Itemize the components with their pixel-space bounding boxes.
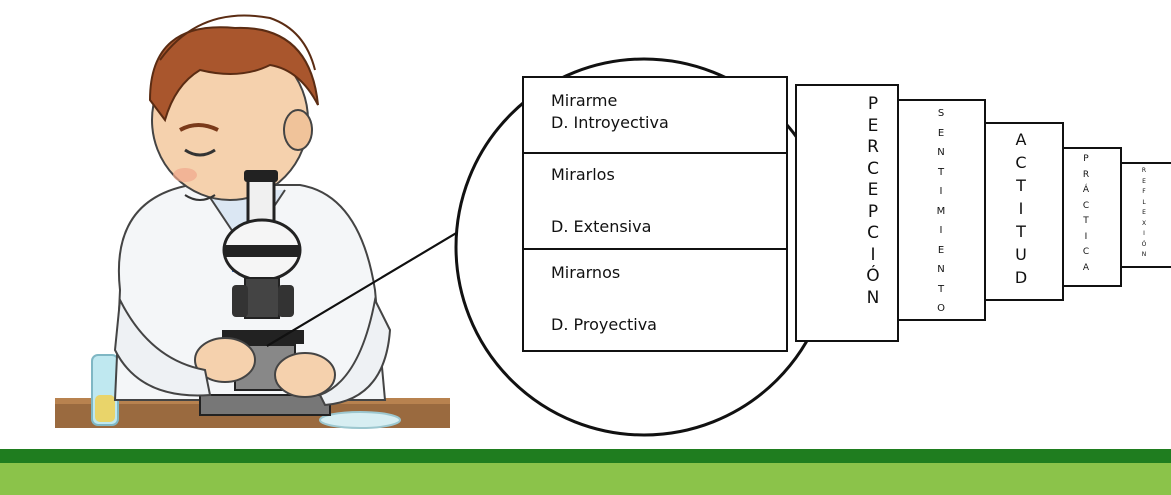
word-percepcion-letter: Ó xyxy=(866,266,880,286)
word-sentimiento-letter: O xyxy=(937,303,945,314)
word-actitud-letter: T xyxy=(1016,176,1026,195)
word-reflexion-letter: L xyxy=(1142,198,1146,206)
lens-row-2-title: Mirarlos xyxy=(551,165,615,184)
lens-row-2-subtitle: D. Extensiva xyxy=(551,217,652,236)
word-percepcion-letter: E xyxy=(867,115,879,136)
word-actitud-letter: I xyxy=(1018,199,1024,218)
lens-row-3-title: Mirarnos xyxy=(551,263,621,282)
word-sentimiento-letter: E xyxy=(937,127,945,139)
lens-row-2: Mirarlos D. Extensiva xyxy=(524,154,786,250)
lens-row-3: Mirarnos D. Proyectiva xyxy=(524,250,786,350)
column-box-practica xyxy=(1062,147,1122,287)
word-sentimiento-letter: N xyxy=(937,264,945,275)
word-percepcion-letter: E xyxy=(867,180,879,200)
lens-row-1-subtitle: D. Introyectiva xyxy=(551,113,669,132)
word-percepcion-letter: N xyxy=(866,287,880,308)
word-actitud-letter: C xyxy=(1015,153,1027,172)
footer-bar-dark xyxy=(0,449,1171,463)
word-percepcion-letter: R xyxy=(867,137,879,157)
word-practica-letter: C xyxy=(1082,200,1090,211)
word-percepcion-letter: C xyxy=(867,158,879,179)
word-sentimiento-letter: N xyxy=(937,147,945,158)
word-reflexion-letter: E xyxy=(1142,209,1146,216)
word-sentimiento-letter: E xyxy=(937,244,945,256)
word-percepcion-letter: I xyxy=(870,244,876,265)
word-practica-letter: R xyxy=(1082,169,1090,180)
word-practica-letter: I xyxy=(1084,231,1088,242)
word-reflexion-letter: R xyxy=(1141,167,1147,174)
word-actitud-letter: U xyxy=(1015,245,1027,264)
word-practica-letter: P xyxy=(1083,154,1089,164)
footer-bar-light xyxy=(0,463,1171,495)
lens-table: Mirarme D. Introyectiva Mirarlos D. Exte… xyxy=(522,76,788,352)
word-actitud-letter: A xyxy=(1015,130,1027,149)
connector-line-lower xyxy=(266,231,459,347)
column-box-actitud xyxy=(984,122,1064,301)
word-practica-letter: Á xyxy=(1082,185,1090,195)
word-sentimiento-letter: S xyxy=(937,108,945,119)
word-practica-letter: T xyxy=(1083,216,1089,226)
word-percepcion-letter: P xyxy=(867,94,879,114)
word-reflexion-letter: E xyxy=(1142,177,1146,185)
lens-row-3-subtitle: D. Proyectiva xyxy=(551,315,657,334)
word-sentimiento-letter: M xyxy=(936,205,946,217)
word-reflexion-letter: X xyxy=(1141,219,1147,227)
lens-row-1: Mirarme D. Introyectiva xyxy=(524,78,786,154)
word-actitud-letter: D xyxy=(1014,268,1028,287)
word-reflexion-letter: F xyxy=(1142,188,1146,195)
word-reflexion-letter: N xyxy=(1141,251,1147,258)
column-box-reflexion xyxy=(1120,162,1171,268)
word-practica-letter: A xyxy=(1082,262,1090,273)
word-sentimiento-letter: T xyxy=(937,283,945,295)
lens-row-1-title: Mirarme xyxy=(551,91,618,110)
word-sentimiento-letter: T xyxy=(937,166,945,178)
word-sentimiento-letter: I xyxy=(939,186,943,197)
word-reflexion-letter: I xyxy=(1143,230,1145,237)
column-box-percepcion xyxy=(795,84,899,342)
word-reflexion-letter: Ó xyxy=(1141,240,1147,248)
word-percepcion-letter: C xyxy=(867,223,879,243)
word-actitud-letter: T xyxy=(1016,222,1026,241)
word-sentimiento-letter: I xyxy=(939,225,943,236)
word-practica-letter: C xyxy=(1082,247,1090,257)
word-percepcion-letter: P xyxy=(867,201,879,222)
scientist-with-microscope-illustration xyxy=(55,14,450,429)
